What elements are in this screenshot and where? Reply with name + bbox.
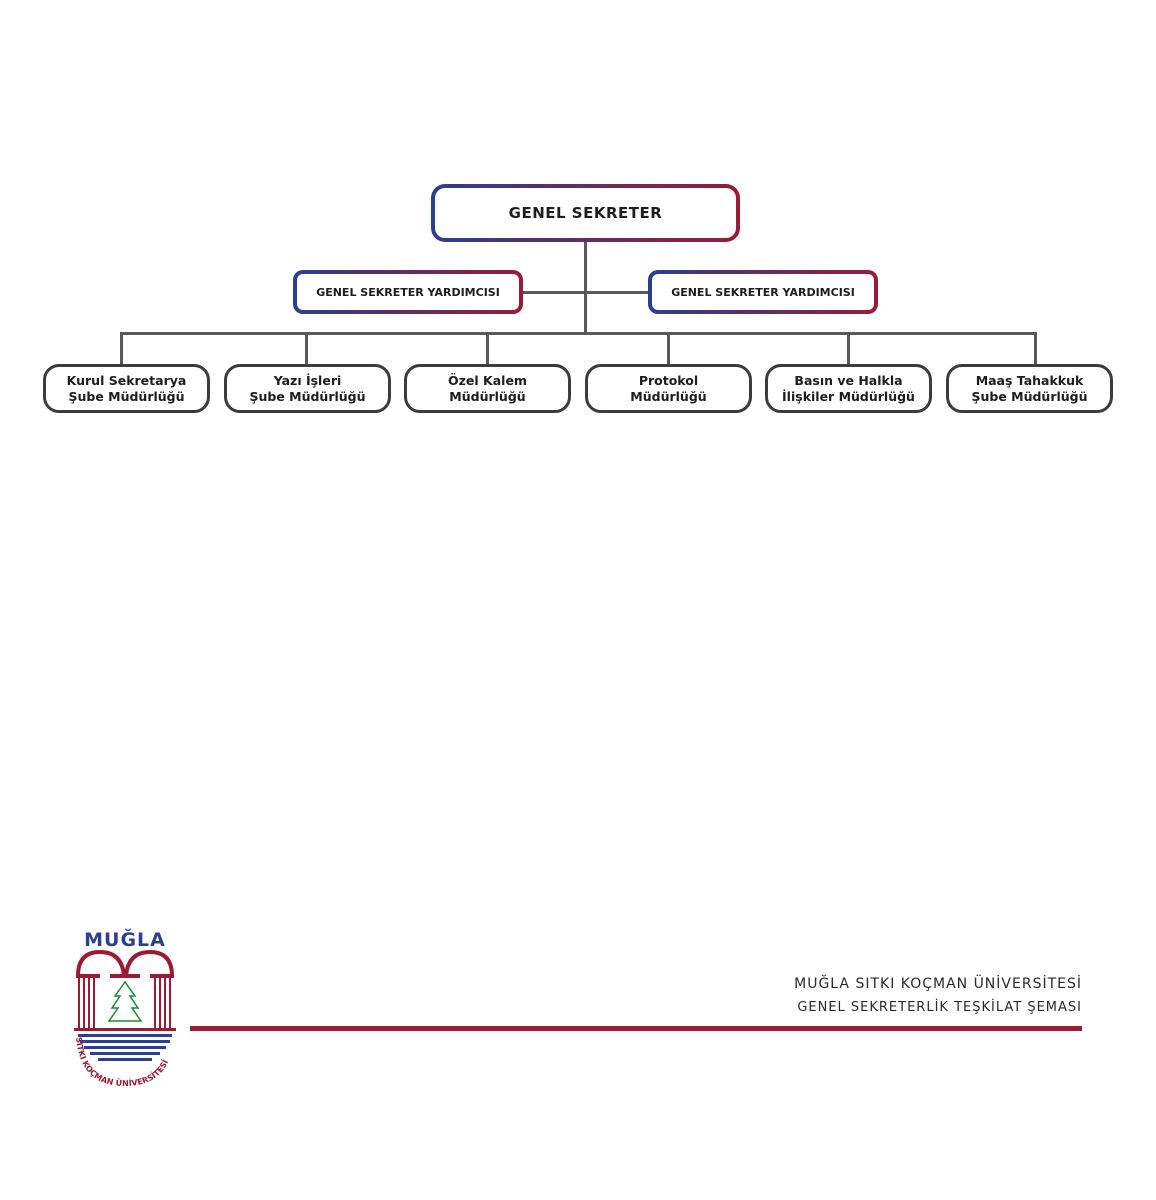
unit-line2: Şube Müdürlüğü xyxy=(971,388,1088,404)
footer-divider xyxy=(190,1026,1082,1031)
tree-icon xyxy=(107,980,143,1022)
unit-line2: İlişkiler Müdürlüğü xyxy=(782,388,915,404)
connector-drop xyxy=(667,332,670,365)
connector-drop xyxy=(1034,332,1037,365)
connector-drop xyxy=(120,332,123,365)
node-deputy-right: GENEL SEKRETER YARDIMCISI xyxy=(648,270,878,314)
university-logo: MUĞLA SITKI KOÇMAN ÜNİVERSİTESİ xyxy=(74,927,176,1088)
connector-drop xyxy=(486,332,489,365)
unit-line1: Basın ve Halkla xyxy=(794,372,903,388)
connector-units-horizontal xyxy=(120,332,1037,335)
svg-text:MUĞLA: MUĞLA xyxy=(84,927,166,951)
connector-drop xyxy=(305,332,308,365)
unit-line2: Müdürlüğü xyxy=(630,388,707,404)
unit-line1: Yazı İşleri xyxy=(273,372,342,388)
unit-line2: Şube Müdürlüğü xyxy=(68,388,185,404)
unit-line1: Maaş Tahakkuk xyxy=(975,372,1084,388)
unit-line2: Şube Müdürlüğü xyxy=(249,388,366,404)
node-genel-sekreter: GENEL SEKRETER xyxy=(431,184,740,242)
unit-line1: Protokol xyxy=(638,372,699,388)
footer-university-name: MUĞLA SITKI KOÇMAN ÜNİVERSİTESİ xyxy=(794,976,1082,992)
footer-document-title: GENEL SEKRETERLİK TEŞKİLAT ŞEMASI xyxy=(797,1000,1082,1015)
unit-line1: Özel Kalem xyxy=(448,372,527,388)
node-deputy-left: GENEL SEKRETER YARDIMCISI xyxy=(293,270,523,314)
unit-line2: Müdürlüğü xyxy=(449,388,526,404)
unit-line1: Kurul Sekretarya xyxy=(66,372,187,388)
svg-text:SITKI KOÇMAN ÜNİVERSİTESİ: SITKI KOÇMAN ÜNİVERSİTESİ xyxy=(74,1037,170,1088)
connector-deputies xyxy=(522,291,649,294)
connector-drop xyxy=(847,332,850,365)
connector-main-vertical xyxy=(584,241,587,334)
